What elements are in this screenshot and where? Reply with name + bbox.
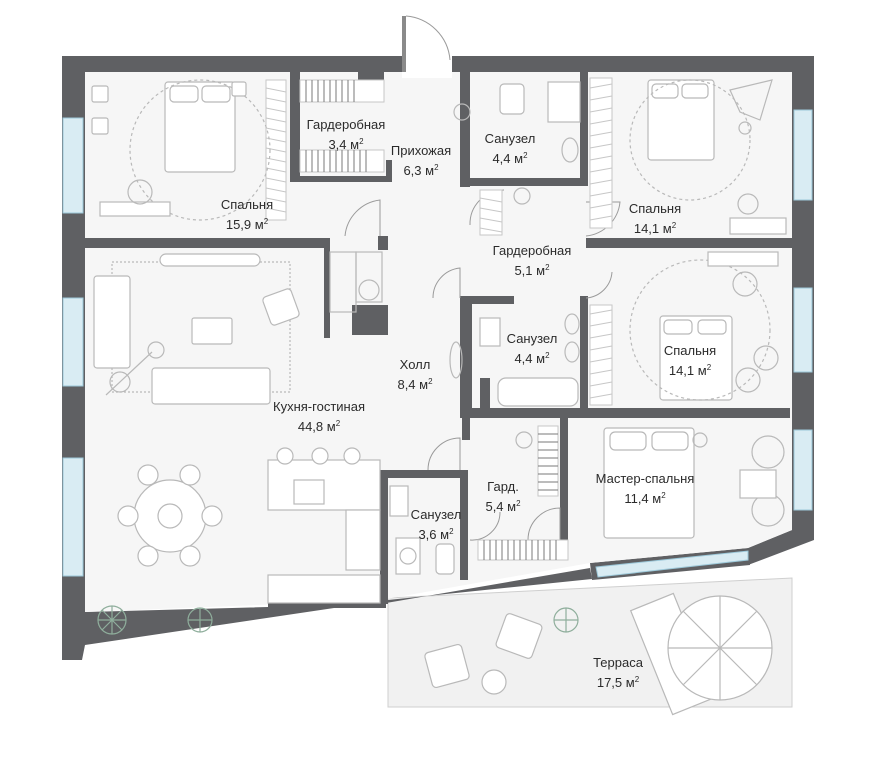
room-label-wardrobe-1: Гардеробная 3,4 м2 <box>307 116 386 153</box>
room-name: Спальня <box>220 197 274 212</box>
room-area: 4,4 м2 <box>514 351 550 366</box>
master-bedroom-furniture <box>515 427 785 539</box>
bathroom-3-fixtures <box>389 485 455 575</box>
room-label-bedroom-2: Спальня 14,1 м2 <box>629 200 681 237</box>
room-label-wardrobe-3: Гард. 5,4 м2 <box>485 478 520 515</box>
entry-door <box>402 15 451 72</box>
terrace-furniture <box>424 592 773 716</box>
room-area: 3,4 м2 <box>328 137 364 152</box>
room-area: 14,1 м2 <box>668 363 712 378</box>
room-area: 3,6 м2 <box>418 527 454 542</box>
room-name: Спальня <box>628 201 682 216</box>
room-label-bathroom-1: Санузел 4,4 м2 <box>485 130 536 167</box>
living-room-furniture <box>93 253 300 405</box>
room-area: 4,4 м2 <box>492 151 528 166</box>
dining-table <box>117 464 223 567</box>
room-area: 5,1 м2 <box>514 263 550 278</box>
room-label-bathroom-3: Санузел 3,6 м2 <box>411 506 462 543</box>
room-name: Гардеробная <box>492 243 572 258</box>
room-label-master-bedroom: Мастер-спальня 11,4 м2 <box>596 470 695 507</box>
bathroom-2-fixtures <box>449 313 580 408</box>
room-name: Гард. <box>487 479 519 494</box>
room-name: Спальня <box>663 343 717 358</box>
room-name: Кухня-гостиная <box>273 399 365 414</box>
room-area: 44,8 м2 <box>297 419 341 434</box>
kitchen-island <box>267 251 383 604</box>
bedroom-2-furniture <box>629 79 787 235</box>
room-area: 17,5 м2 <box>596 675 640 690</box>
plants <box>97 605 579 635</box>
room-name: Гардеробная <box>306 117 386 132</box>
room-name: Санузел <box>410 507 462 522</box>
room-area: 6,3 м2 <box>403 163 439 178</box>
room-area: 5,4 м2 <box>485 499 521 514</box>
room-name: Холл <box>399 357 431 372</box>
room-label-terrace: Терраса 17,5 м2 <box>593 654 643 691</box>
room-name: Санузел <box>484 131 536 146</box>
room-area: 14,1 м2 <box>633 221 677 236</box>
room-area: 11,4 м2 <box>624 491 666 506</box>
room-area: 8,4 м2 <box>397 377 433 392</box>
room-area: 15,9 м2 <box>225 217 269 232</box>
room-name: Мастер-спальня <box>595 471 695 486</box>
wardrobes <box>265 77 613 561</box>
room-label-bathroom-2: Санузел 4,4 м2 <box>507 330 558 367</box>
bedroom-1-furniture <box>91 79 271 221</box>
room-label-hallway: Прихожая 6,3 м2 <box>391 142 451 179</box>
room-label-wardrobe-2: Гардеробная 5,1 м2 <box>493 242 572 279</box>
bathroom-1-fixtures <box>453 81 581 205</box>
windows <box>62 109 813 578</box>
room-label-kitchen-living: Кухня-гостиная 44,8 м2 <box>273 398 365 435</box>
room-name: Прихожая <box>390 143 452 158</box>
interior-walls <box>85 72 792 608</box>
room-label-bedroom-3: Спальня 14,1 м2 <box>664 342 716 379</box>
room-label-hall: Холл 8,4 м2 <box>397 356 432 393</box>
room-label-bedroom-1: Спальня 15,9 м2 <box>221 196 273 233</box>
room-name: Терраса <box>593 655 643 670</box>
bedroom-3-furniture <box>629 251 779 401</box>
room-name: Санузел <box>506 331 558 346</box>
